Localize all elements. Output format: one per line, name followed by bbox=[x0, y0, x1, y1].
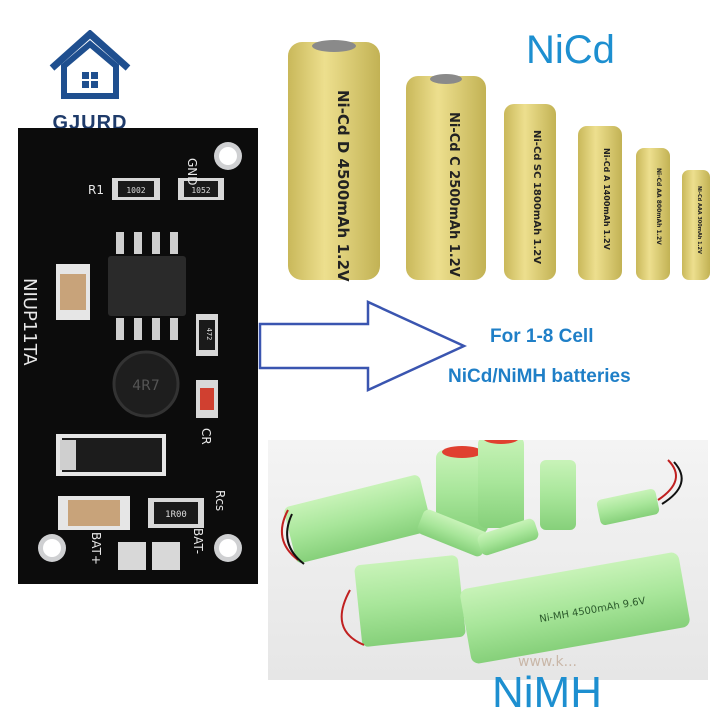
nicd-a-label: Ni-Cd A 1400mAh 1.2V bbox=[602, 148, 611, 251]
r1-silk: R1 bbox=[88, 183, 104, 197]
nimh-batteries-photo: Ni-MH 4500mAh 9.6V www.k... bbox=[268, 440, 708, 680]
nicd-batteries-photo: Ni-Cd D 4500mAh 1.2V Ni-Cd C 2500mAh 1.2… bbox=[288, 40, 710, 282]
watermark: www.k... bbox=[518, 654, 577, 670]
model-silk: NIUP11TA bbox=[19, 278, 40, 366]
caption-line-1: For 1-8 Cell bbox=[490, 326, 594, 347]
r2-value: 1052 bbox=[191, 186, 210, 195]
arrow-right-icon bbox=[258, 300, 468, 392]
nicd-c-label: Ni-Cd C 2500mAh 1.2V bbox=[446, 112, 461, 277]
nicd-title: NiCd bbox=[526, 28, 615, 72]
nimh-title: NiMH bbox=[492, 668, 602, 717]
house-icon bbox=[49, 30, 131, 99]
rcs-silk: Rcs bbox=[213, 490, 227, 511]
res-472: 472 bbox=[205, 328, 213, 341]
nicd-aaa-label: Ni-Cd AAA 300mAh 1.2V bbox=[696, 186, 702, 254]
rcs-value: 1R00 bbox=[165, 510, 187, 520]
inductor-value: 4R7 bbox=[132, 378, 160, 394]
gnd-silk: GND bbox=[185, 158, 199, 186]
nicd-aa-label: Ni-Cd AA 800mAh 1.2V bbox=[655, 168, 662, 245]
caption-line-2: NiCd/NiMH batteries bbox=[448, 366, 631, 387]
cr-silk: CR bbox=[199, 428, 213, 445]
bat-minus-silk: BAT- bbox=[191, 528, 205, 554]
nicd-d-label: Ni-Cd D 4500mAh 1.2V bbox=[334, 90, 352, 282]
bat-plus-silk: BAT+ bbox=[89, 532, 103, 565]
r1-value: 1002 bbox=[126, 186, 145, 195]
charger-module-pcb: 1002 1052 R1 GND 472 4R7 CR 1R00 Rcs BAT… bbox=[18, 128, 258, 584]
nicd-sc-label: Ni-Cd SC 1800mAh 1.2V bbox=[531, 130, 542, 264]
